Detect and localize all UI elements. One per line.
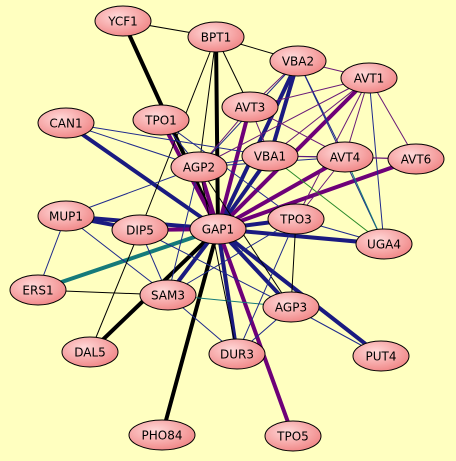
edge-dur3-gap1	[216, 227, 239, 356]
node-pho84[interactable]: PHO84	[128, 419, 196, 451]
node-label: AVT6	[401, 153, 432, 167]
node-agp2[interactable]: AGP2	[170, 151, 228, 183]
node-label: AVT4	[330, 151, 361, 165]
node-shape	[262, 291, 320, 323]
edge-tpo1-tpo3	[160, 119, 297, 220]
node-shape	[132, 104, 190, 136]
node-shape	[355, 228, 413, 260]
node-shape	[387, 143, 445, 175]
node-avt3[interactable]: AVT3	[221, 91, 279, 123]
edge-can1-gap1	[64, 121, 220, 231]
node-label: PUT4	[366, 350, 397, 364]
node-tpo5[interactable]: TPO5	[264, 420, 322, 452]
node-label: VBA1	[254, 150, 286, 164]
node-shape	[111, 214, 169, 246]
edge-vba2-vba1	[268, 59, 300, 158]
node-shape	[9, 274, 67, 306]
node-label: DUR3	[220, 348, 254, 362]
edge-dip5-agp3	[139, 229, 292, 308]
node-avt6[interactable]: AVT6	[387, 143, 445, 175]
node-gap1[interactable]: GAP1	[189, 213, 247, 245]
node-vba2[interactable]: VBA2	[269, 45, 327, 77]
edge-agp2-agp3	[198, 166, 292, 308]
node-label: GAP1	[202, 223, 234, 237]
node-label: BPT1	[201, 31, 231, 45]
node-shape	[94, 5, 152, 37]
edge-avt6-gap1	[216, 157, 418, 231]
edge-tpo5-gap1	[216, 227, 295, 438]
node-shape	[352, 340, 410, 372]
node-tpo1[interactable]: TPO1	[132, 104, 190, 136]
node-label: VBA2	[282, 55, 314, 69]
edge-tpo3-dur3	[236, 218, 297, 355]
node-shape	[340, 62, 398, 94]
node-shape	[61, 336, 119, 368]
node-label: YCF1	[107, 15, 138, 29]
node-shape	[37, 107, 95, 139]
node-avt1[interactable]: AVT1	[340, 62, 398, 94]
node-label: PHO84	[142, 429, 183, 443]
node-label: UGA4	[367, 238, 401, 252]
node-shape	[187, 21, 245, 53]
node-label: AGP3	[275, 301, 307, 315]
edge-vba1-uga4	[269, 155, 385, 245]
edge-dip5-dal5	[89, 229, 141, 353]
node-label: ERS1	[22, 284, 53, 298]
edge-sam3-tpo3	[167, 218, 297, 296]
node-put4[interactable]: PUT4	[352, 340, 410, 372]
edge-avt4-gap1	[216, 155, 347, 231]
node-shape	[128, 419, 196, 451]
edge-bpt1-agp2	[198, 36, 217, 168]
node-dur3[interactable]: DUR3	[208, 338, 266, 370]
node-sam3[interactable]: SAM3	[139, 279, 197, 311]
node-label: TPO1	[144, 114, 177, 128]
edge-can1-vba1	[65, 122, 271, 157]
node-can1[interactable]: CAN1	[37, 107, 95, 139]
node-shape	[241, 140, 299, 172]
node-shape	[189, 213, 247, 245]
node-bpt1[interactable]: BPT1	[187, 21, 245, 53]
edge-avt1-uga4	[368, 77, 385, 245]
node-shape	[316, 141, 374, 173]
node-label: DIP5	[126, 224, 154, 238]
node-label: AGP2	[183, 161, 215, 175]
node-avt4[interactable]: AVT4	[316, 141, 374, 173]
edge-bpt1-dip5	[139, 36, 217, 231]
edge-pho84-gap1	[160, 227, 220, 437]
node-shape	[37, 200, 95, 232]
node-label: DAL5	[74, 346, 106, 360]
node-vba1[interactable]: VBA1	[241, 140, 299, 172]
edge-avt1-vba1	[269, 77, 370, 157]
edge-mup1-sam3	[65, 215, 169, 296]
node-uga4[interactable]: UGA4	[355, 228, 413, 260]
node-dip5[interactable]: DIP5	[111, 214, 169, 246]
node-shape	[139, 279, 197, 311]
edge-bpt1-gap1	[214, 35, 220, 231]
node-dal5[interactable]: DAL5	[61, 336, 119, 368]
node-label: AVT1	[354, 72, 385, 86]
node-mup1[interactable]: MUP1	[37, 200, 95, 232]
node-label: MUP1	[49, 210, 83, 224]
node-label: SAM3	[151, 289, 185, 303]
node-ers1[interactable]: ERS1	[9, 274, 67, 306]
edge-avt3-gap1	[216, 105, 252, 231]
node-shape	[264, 420, 322, 452]
node-shape	[170, 151, 228, 183]
node-ycf1[interactable]: YCF1	[94, 5, 152, 37]
node-tpo3[interactable]: TPO3	[267, 203, 325, 235]
edge-dur3-agp2	[198, 166, 238, 355]
edge-agp2-sam3	[167, 166, 200, 296]
node-agp3[interactable]: AGP3	[262, 291, 320, 323]
node-label: AVT3	[235, 101, 266, 115]
node-label: TPO3	[279, 213, 312, 227]
node-label: CAN1	[49, 117, 82, 131]
node-shape	[221, 91, 279, 123]
node-label: TPO5	[276, 430, 309, 444]
edge-avt1-agp2	[198, 77, 370, 168]
node-shape	[267, 203, 325, 235]
node-shape	[208, 338, 266, 370]
node-shape	[269, 45, 327, 77]
